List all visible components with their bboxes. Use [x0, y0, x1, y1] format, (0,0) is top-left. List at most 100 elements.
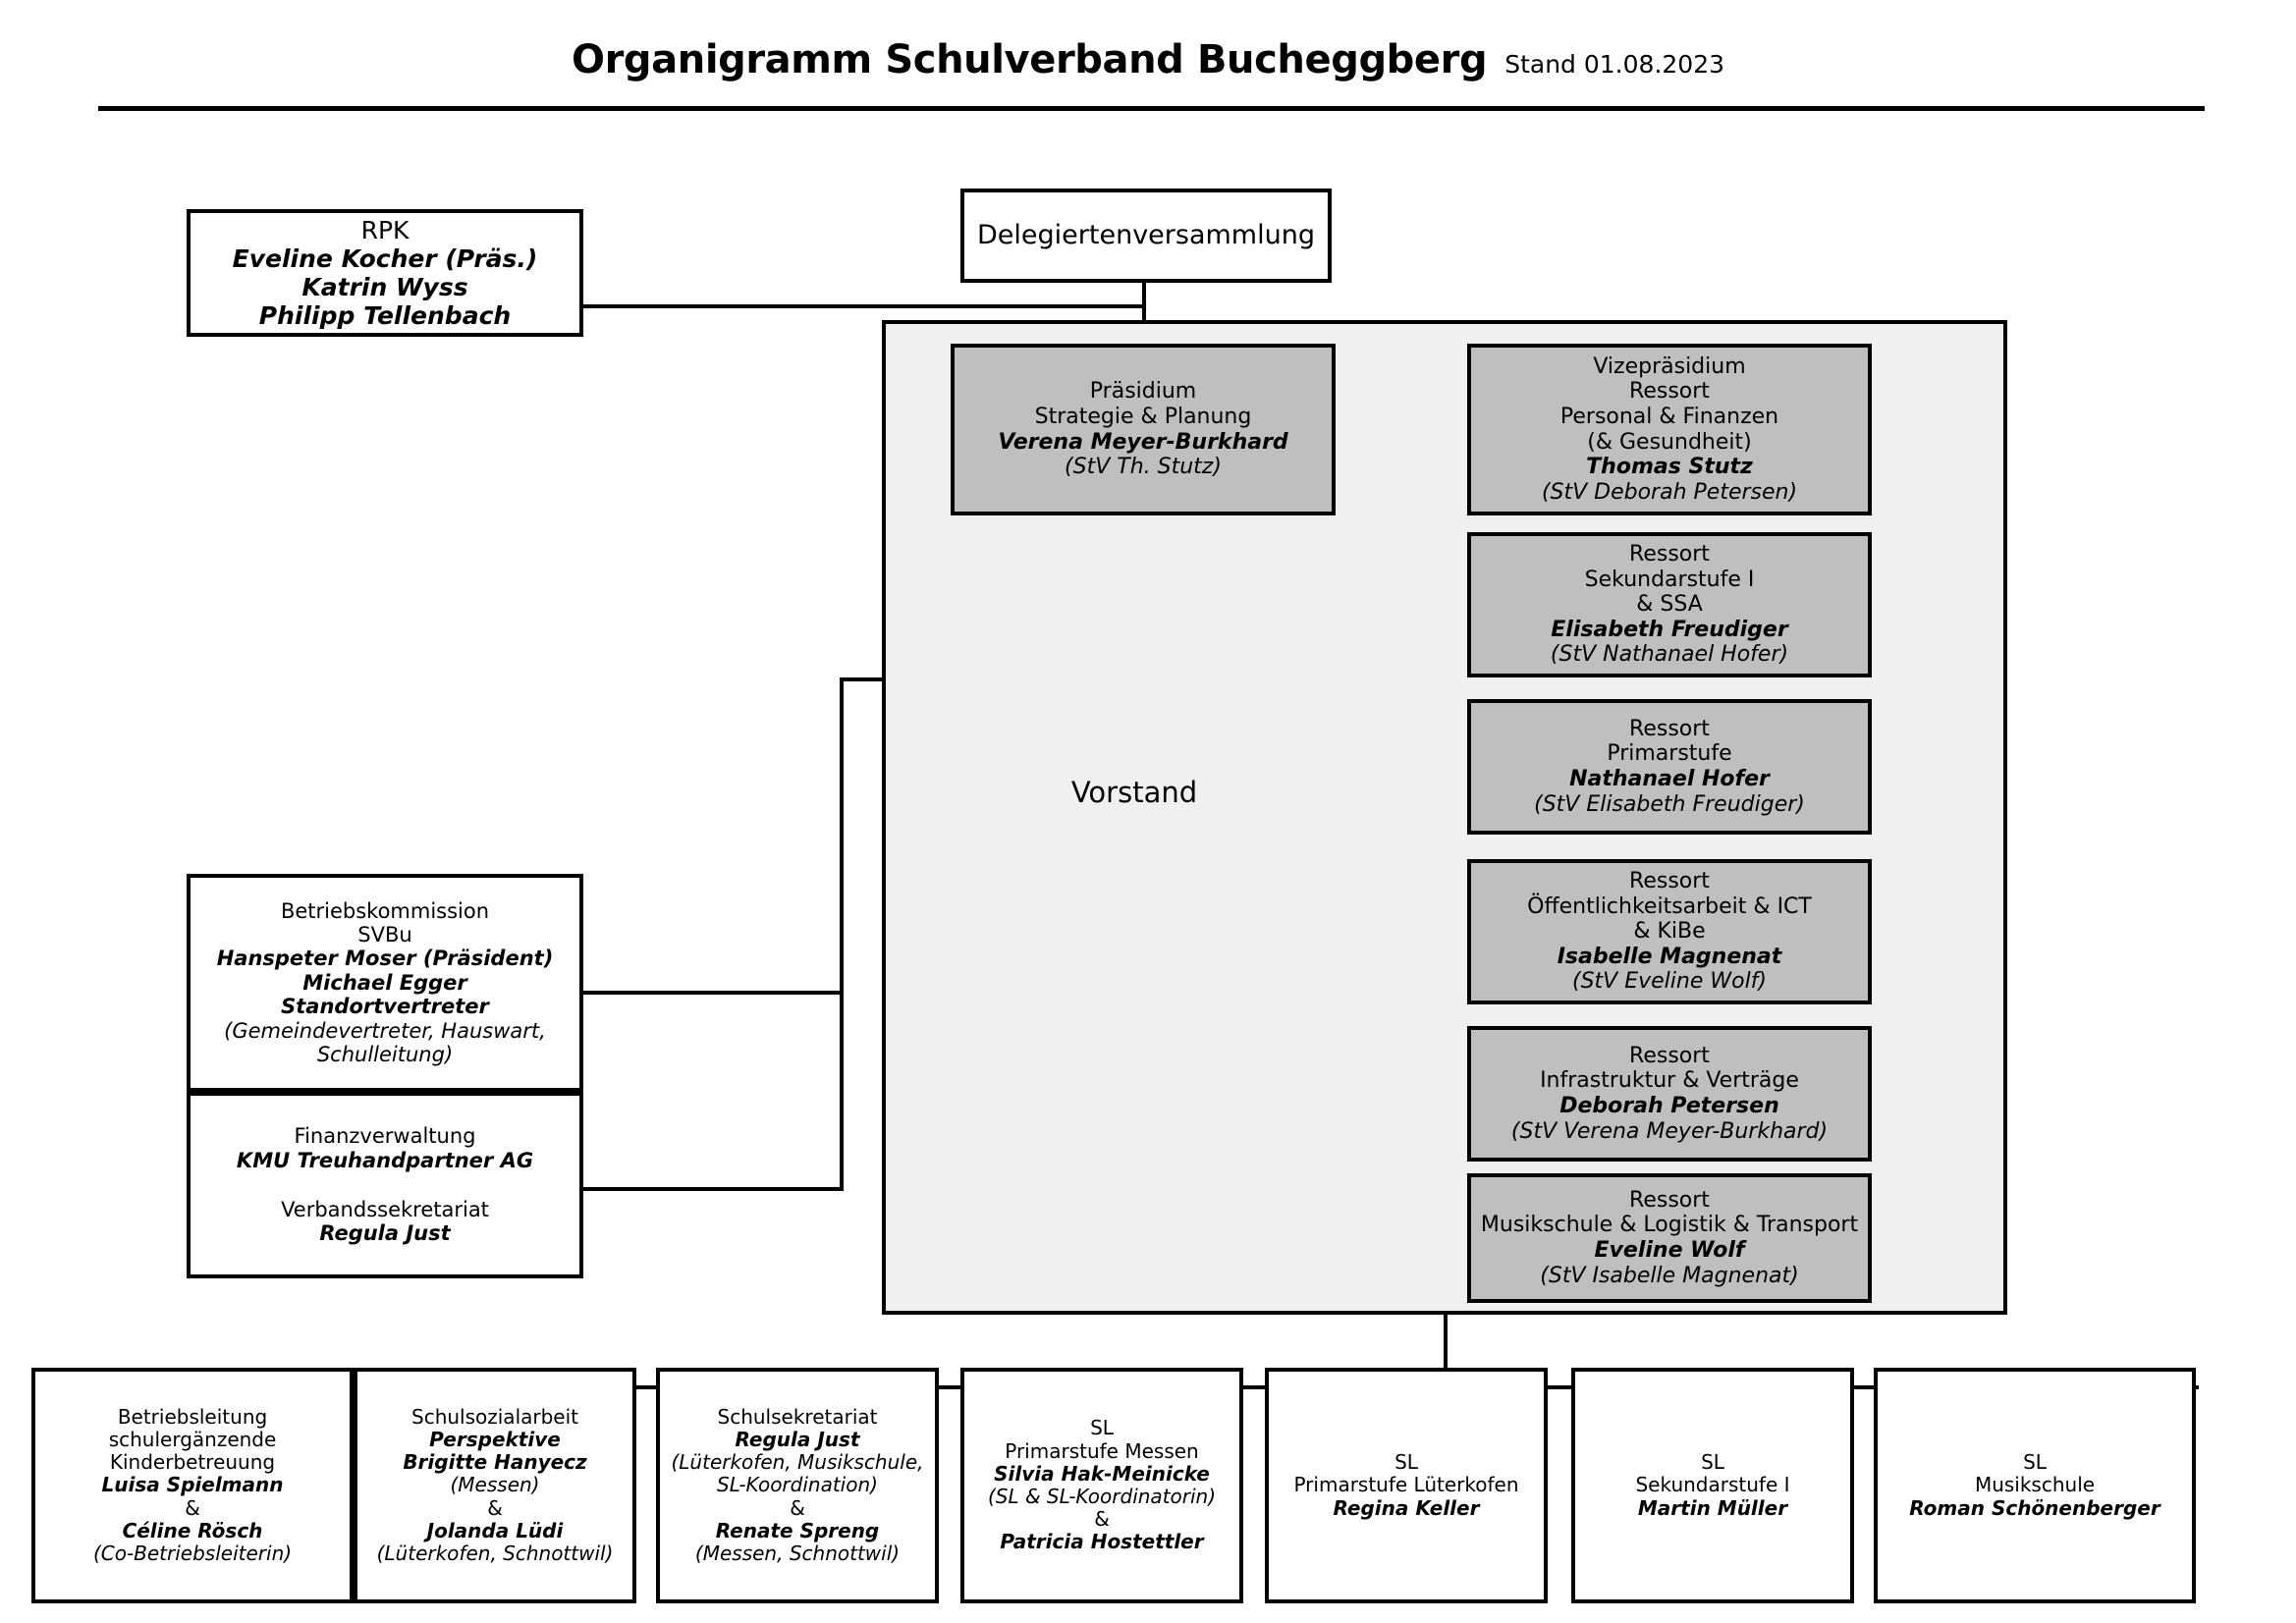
node-line: Primarstufe Messen [1005, 1438, 1199, 1463]
connector-left-spine [840, 677, 844, 1191]
node-line: SL [1701, 1450, 1724, 1475]
node-line: SL [1394, 1450, 1418, 1475]
connector-bus-to-vorstand [1142, 304, 1146, 324]
node-line: & [487, 1495, 503, 1520]
node-spacer [196, 1172, 574, 1198]
node-line: Verbandssekretariat [281, 1198, 489, 1221]
node-line: SVBu [357, 923, 412, 947]
node-line: Musikschule [1974, 1473, 2096, 1497]
node-line: Infrastruktur & Verträge [1540, 1068, 1799, 1094]
page-date: Stand 01.08.2023 [1504, 50, 1725, 79]
node-line: Betriebsleitung [117, 1404, 268, 1429]
node-betriebsleitung[interactable]: Betriebsleitung schulergänzende Kinderbe… [31, 1368, 354, 1603]
node-schulsekretariat[interactable]: Schulsekretariat Regula Just (Lüterkofen… [656, 1368, 939, 1603]
connector-dv-down [1142, 283, 1146, 308]
node-sl-primarstufe-lueterkofen[interactable]: SL Primarstufe Lüterkofen Regina Keller [1265, 1368, 1548, 1603]
node-line: Ressort [1629, 1187, 1710, 1213]
node-vizepraesidium[interactable]: Vizepräsidium Ressort Personal & Finanze… [1467, 344, 1872, 515]
node-line: (StV Th. Stutz) [1065, 455, 1222, 480]
node-line: (StV Nathanael Hofer) [1550, 642, 1789, 668]
node-line: (Lüterkofen, Schnottwil) [376, 1541, 614, 1565]
node-line: SL [2023, 1450, 2047, 1475]
node-line: Ressort [1629, 716, 1710, 741]
node-line: Präsidium [1089, 379, 1197, 405]
node-line: Primarstufe Lüterkofen [1293, 1473, 1519, 1497]
node-line: & [790, 1495, 805, 1520]
node-line: Eveline Kocher (Präs.) [232, 244, 538, 273]
node-ressort-musikschule[interactable]: Ressort Musikschule & Logistik & Transpo… [1467, 1173, 1872, 1303]
node-line: (StV Deborah Petersen) [1541, 479, 1798, 505]
node-line: Ressort [1629, 869, 1710, 894]
node-line: schulergänzende [108, 1428, 277, 1452]
node-betriebskommission[interactable]: Betriebskommission SVBu Hanspeter Moser … [187, 874, 583, 1092]
node-line: Nathanael Hofer [1569, 767, 1770, 791]
node-line: Primarstufe [1607, 741, 1732, 767]
node-line: (Messen, Schnottwil) [694, 1541, 901, 1565]
node-line: (StV Verena Meyer-Burkhard) [1510, 1118, 1829, 1144]
node-line: Delegiertenversammlung [977, 220, 1315, 251]
node-line: SL [1090, 1416, 1114, 1440]
node-line: Isabelle Magnenat [1557, 944, 1782, 969]
node-sl-musikschule[interactable]: SL Musikschule Roman Schönenberger [1874, 1368, 2196, 1603]
node-line: (Gemeindevertreter, Hauswart, [224, 1018, 546, 1043]
node-line: Perspektive [429, 1428, 561, 1452]
node-line: Musikschule & Logistik & Transport [1480, 1213, 1859, 1238]
node-line: Strategie & Planung [1034, 404, 1252, 429]
node-line: Philipp Tellenbach [258, 301, 512, 330]
node-sl-primarstufe-messen[interactable]: SL Primarstufe Messen Silvia Hak-Meinick… [960, 1368, 1243, 1603]
node-finanzverwaltung[interactable]: Finanzverwaltung KMU Treuhandpartner AG … [187, 1092, 583, 1278]
node-line: Regula Just [319, 1221, 451, 1246]
node-ressort-primarstufe[interactable]: Ressort Primarstufe Nathanael Hofer (StV… [1467, 699, 1872, 835]
node-line: Eveline Wolf [1594, 1238, 1745, 1263]
node-line: Brigitte Hanyecz [403, 1450, 587, 1475]
page-header: Organigramm Schulverband Bucheggberg Stan… [0, 0, 2296, 118]
node-line: Vizepräsidium [1593, 353, 1746, 379]
node-line: (StV Elisabeth Freudiger) [1534, 791, 1805, 817]
node-line: Thomas Stutz [1586, 455, 1753, 480]
connector-rpk-stub [583, 304, 589, 308]
node-rpk[interactable]: RPK Eveline Kocher (Präs.) Katrin Wyss P… [187, 209, 583, 337]
node-line: & KiBe [1633, 919, 1706, 945]
node-ressort-infrastruktur[interactable]: Ressort Infrastruktur & Verträge Deborah… [1467, 1026, 1872, 1162]
node-line: Kinderbetreuung [109, 1450, 276, 1475]
page-title: Organigramm Schulverband Bucheggberg [571, 37, 1488, 82]
connector-vorstand-drop [1444, 1315, 1448, 1385]
node-line: Standortvertreter [281, 995, 489, 1019]
node-line: Schulsekretariat [717, 1404, 878, 1429]
node-line: Regula Just [735, 1428, 860, 1452]
node-line: (& Gesundheit) [1587, 429, 1752, 455]
vorstand-label: Vorstand [1070, 776, 1198, 809]
node-sl-sekundarstufe1[interactable]: SL Sekundarstufe I Martin Müller [1571, 1368, 1854, 1603]
node-praesidium[interactable]: Präsidium Strategie & Planung Verena Mey… [951, 344, 1336, 515]
node-line: Schulsozialarbeit [411, 1404, 578, 1429]
node-line: Silvia Hak-Meinicke [994, 1461, 1210, 1486]
node-line: & SSA [1636, 592, 1703, 618]
node-line: Luisa Spielmann [101, 1473, 284, 1497]
node-line: Céline Rösch [122, 1518, 263, 1542]
node-schulsozialarbeit[interactable]: Schulsozialarbeit Perspektive Brigitte H… [354, 1368, 636, 1603]
node-line: Regina Keller [1333, 1495, 1480, 1520]
node-line: Ressort [1629, 542, 1710, 568]
node-line: Patricia Hostettler [1000, 1530, 1204, 1554]
connector-to-betriebskommission [583, 991, 842, 995]
connector-spine-to-vorstand [840, 677, 884, 681]
node-line: Öffentlichkeitsarbeit & ICT [1527, 893, 1812, 919]
node-delegiertenversammlung[interactable]: Delegiertenversammlung [960, 189, 1332, 283]
node-line: Betriebskommission [280, 898, 490, 923]
connector-to-finanzverwaltung [583, 1187, 842, 1191]
node-line: Sekundarstufe I [1635, 1473, 1790, 1497]
node-line: Hanspeter Moser (Präsident) [216, 947, 554, 971]
node-line: Katrin Wyss [301, 273, 468, 301]
node-line: (SL & SL-Koordinatorin) [987, 1485, 1217, 1508]
node-line: (Messen) [450, 1473, 540, 1497]
node-line: Sekundarstufe I [1584, 567, 1755, 592]
node-line: Martin Müller [1637, 1495, 1788, 1520]
node-line: Finanzverwaltung [294, 1124, 476, 1149]
node-line: KMU Treuhandpartner AG [236, 1148, 534, 1172]
node-line: (StV Isabelle Magnenat) [1540, 1263, 1799, 1288]
node-ressort-sekundarstufe1[interactable]: Ressort Sekundarstufe I & SSA Elisabeth … [1467, 532, 1872, 677]
node-line: & [1094, 1507, 1110, 1532]
node-line: (StV Eveline Wolf) [1571, 969, 1768, 995]
node-ressort-oeffentlichkeitsarbeit[interactable]: Ressort Öffentlichkeitsarbeit & ICT & Ki… [1467, 859, 1872, 1004]
node-line: RPK [360, 216, 410, 244]
